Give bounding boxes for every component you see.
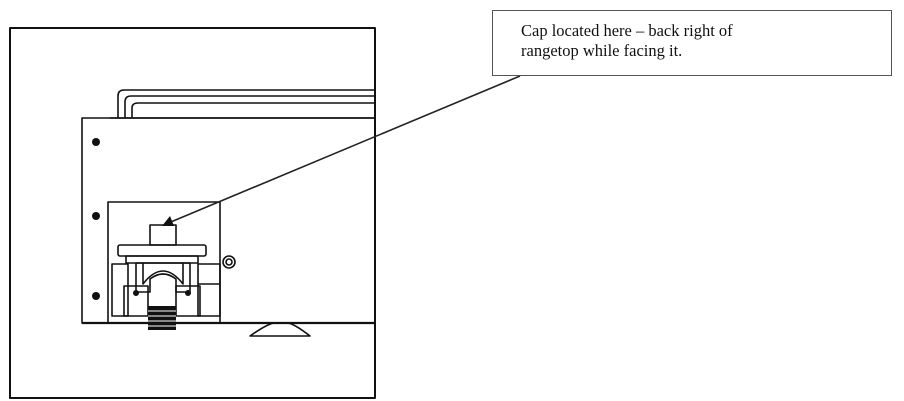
screw-hole-1	[92, 138, 100, 146]
fitting-dot-right	[185, 290, 191, 296]
screw-hole-3	[92, 292, 100, 300]
regulator-flange	[117, 244, 207, 257]
side-bolt-inner	[225, 258, 233, 266]
callout-line-2: rangetop while facing it.	[521, 41, 683, 60]
fitting-dot-left	[133, 290, 139, 296]
regulator-body-arch	[142, 263, 184, 285]
right-fitting	[175, 285, 201, 317]
regulator-body	[135, 262, 191, 293]
callout-box: Cap located here – back right of rangeto…	[492, 10, 892, 76]
pipe-threads	[148, 310, 176, 327]
right-block	[197, 263, 221, 317]
leader-arrowhead	[162, 216, 174, 226]
leader-line	[165, 75, 521, 225]
rear-grate-inner	[124, 95, 375, 118]
screw-hole-2	[92, 212, 100, 220]
back-panel	[81, 117, 376, 324]
rear-grate	[117, 89, 375, 118]
side-bolt	[222, 255, 236, 269]
left-fitting	[123, 285, 149, 317]
cap	[149, 224, 177, 246]
regulator-flange-lower	[125, 255, 199, 264]
rear-grate-inner2	[131, 102, 375, 118]
left-block	[111, 263, 129, 317]
rangetop-foot	[249, 322, 311, 337]
callout-line-1: Cap located here – back right of	[521, 21, 733, 40]
